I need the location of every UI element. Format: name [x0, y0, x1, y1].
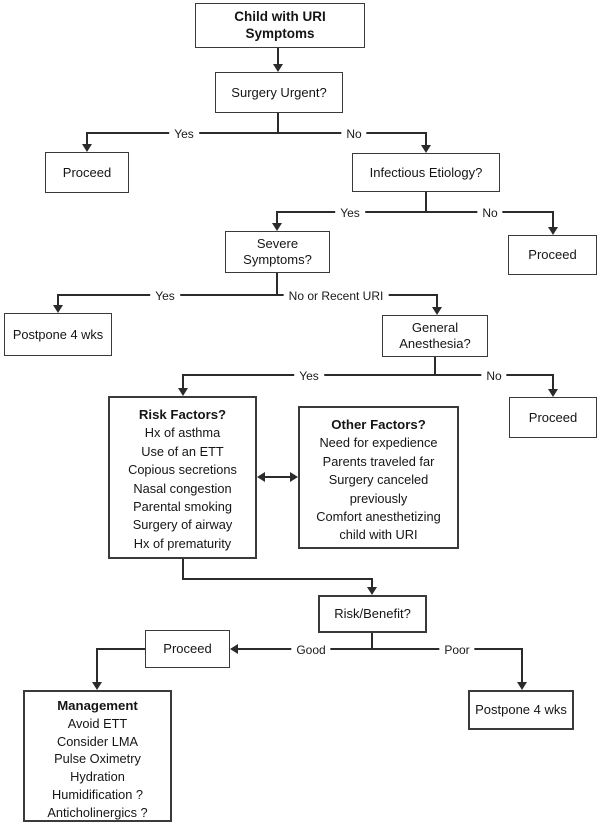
edge-label-surgery-no: No — [341, 127, 367, 141]
management-title: Management — [57, 698, 138, 713]
node-proceed-3-label: Proceed — [528, 409, 578, 425]
node-postpone-1: Postpone 4 wks — [4, 313, 112, 356]
arrow-down-icon — [82, 144, 92, 152]
arrow-down-icon — [367, 587, 377, 595]
node-postpone-2: Postpone 4 wks — [468, 690, 574, 730]
edge-infectious-yes-line — [276, 211, 278, 224]
node-proceed-1-label: Proceed — [62, 164, 112, 180]
edge-label-severe-no: No or Recent URI — [283, 289, 389, 303]
other-factors-item: Need for expedience — [319, 435, 438, 451]
arrow-down-icon — [548, 389, 558, 397]
arrow-left-icon — [230, 644, 238, 654]
edge-risk-down-line — [182, 559, 184, 580]
other-factors-item: Parents traveled far — [322, 453, 435, 469]
edge-label-infectious-yes: Yes — [335, 206, 365, 220]
node-postpone-1-label: Postpone 4 wks — [12, 326, 104, 342]
node-postpone-2-label: Postpone 4 wks — [475, 702, 567, 718]
edge-severe-yes-line — [57, 294, 59, 306]
arrow-down-icon — [432, 307, 442, 315]
arrow-left-icon — [257, 472, 265, 482]
node-surgery-urgent-label: Surgery Urgent? — [231, 84, 327, 100]
node-infectious-etiology: Infectious Etiology? — [352, 153, 500, 192]
node-child-uri-symptoms-label: Child with URI Symptoms — [234, 9, 326, 41]
edge-severe-stem — [276, 273, 278, 295]
management-item: Pulse Oximetry — [54, 751, 141, 767]
node-proceed-3: Proceed — [509, 397, 597, 438]
edge-label-anesthesia-no: No — [481, 369, 507, 383]
edge-risk-other-line — [263, 476, 293, 478]
management-item: Avoid ETT — [67, 715, 128, 731]
node-other-factors: Other Factors? Need for expedience Paren… — [298, 406, 459, 549]
risk-factors-item: Use of an ETT — [141, 443, 224, 459]
risk-factors-item: Parental smoking — [133, 499, 232, 515]
node-infectious-etiology-label: Infectious Etiology? — [369, 164, 483, 180]
edge-infectious-stem — [425, 192, 427, 212]
edge-start-surgery-line — [277, 48, 279, 66]
edge-surgery-stem — [277, 113, 279, 133]
arrow-down-icon — [421, 145, 431, 153]
edge-severe-branch — [57, 294, 438, 296]
management-item: Humidification ? — [51, 786, 144, 802]
edge-severe-no-line — [436, 294, 438, 308]
arrow-down-icon — [272, 223, 282, 231]
edge-risk-benefit-branch — [238, 648, 522, 650]
node-proceed-4: Proceed — [145, 630, 230, 668]
arrow-down-icon — [178, 388, 188, 396]
edge-label-good: Good — [291, 643, 331, 657]
edge-surgery-yes-line — [86, 132, 88, 146]
node-risk-factors: Risk Factors? Hx of asthma Use of an ETT… — [108, 396, 257, 559]
edge-label-poor: Poor — [439, 643, 475, 657]
edge-anesthesia-no-line — [552, 374, 554, 390]
arrow-down-icon — [517, 682, 527, 690]
edge-proceed-management-down — [96, 648, 98, 684]
arrow-down-icon — [273, 64, 283, 72]
risk-factors-title: Risk Factors? — [138, 407, 227, 422]
node-severe-symptoms-label: Severe Symptoms? — [243, 236, 312, 267]
risk-factors-item: Nasal congestion — [133, 480, 232, 496]
edge-label-infectious-no: No — [477, 206, 503, 220]
edge-label-anesthesia-yes: Yes — [294, 369, 324, 383]
edge-risk-benefit-in-line — [371, 578, 373, 590]
node-general-anesthesia: General Anesthesia? — [382, 315, 488, 357]
other-factors-title: Other Factors? — [331, 417, 426, 432]
arrow-right-icon — [290, 472, 298, 482]
arrow-down-icon — [53, 305, 63, 313]
other-factors-item: Surgery canceled previously — [328, 472, 429, 506]
edge-label-severe-yes: Yes — [150, 289, 180, 303]
node-proceed-4-label: Proceed — [163, 641, 212, 657]
arrow-down-icon — [92, 682, 102, 690]
edge-surgery-no-line — [425, 132, 427, 147]
node-risk-benefit: Risk/Benefit? — [318, 595, 427, 633]
node-surgery-urgent: Surgery Urgent? — [215, 72, 343, 113]
edge-poor-line — [521, 648, 523, 684]
node-management: Management Avoid ETT Consider LMA Pulse … — [23, 690, 172, 822]
node-severe-symptoms: Severe Symptoms? — [225, 231, 330, 273]
risk-factors-item: Surgery of airway — [132, 517, 233, 533]
edge-proceed-management-across — [96, 648, 145, 650]
risk-factors-item: Hx of asthma — [144, 425, 221, 441]
node-risk-benefit-label: Risk/Benefit? — [334, 606, 411, 622]
edge-risk-benefit-stem — [371, 633, 373, 649]
edge-infectious-branch — [276, 211, 554, 213]
management-item: Anticholinergics ? — [47, 804, 148, 820]
risk-factors-item: Copious secretions — [128, 462, 237, 478]
edge-surgery-branch — [86, 132, 427, 134]
management-item: Consider LMA — [56, 733, 139, 749]
edge-anesthesia-branch — [182, 374, 554, 376]
management-item: Hydration — [70, 769, 125, 785]
node-proceed-2-label: Proceed — [528, 247, 577, 263]
node-proceed-2: Proceed — [508, 235, 597, 275]
other-factors-item: Comfort anesthetizing child with URI — [316, 509, 441, 543]
node-proceed-1: Proceed — [45, 152, 129, 193]
node-general-anesthesia-label: General Anesthesia? — [399, 320, 471, 351]
arrow-down-icon — [548, 227, 558, 235]
edge-anesthesia-stem — [434, 357, 436, 375]
risk-factors-item: Hx of prematurity — [133, 535, 232, 551]
edge-risk-across-line — [182, 578, 373, 580]
edge-label-surgery-yes: Yes — [169, 127, 199, 141]
edge-infectious-no-line — [552, 211, 554, 228]
node-child-uri-symptoms: Child with URI Symptoms — [195, 3, 365, 48]
edge-anesthesia-yes-line — [182, 374, 184, 389]
